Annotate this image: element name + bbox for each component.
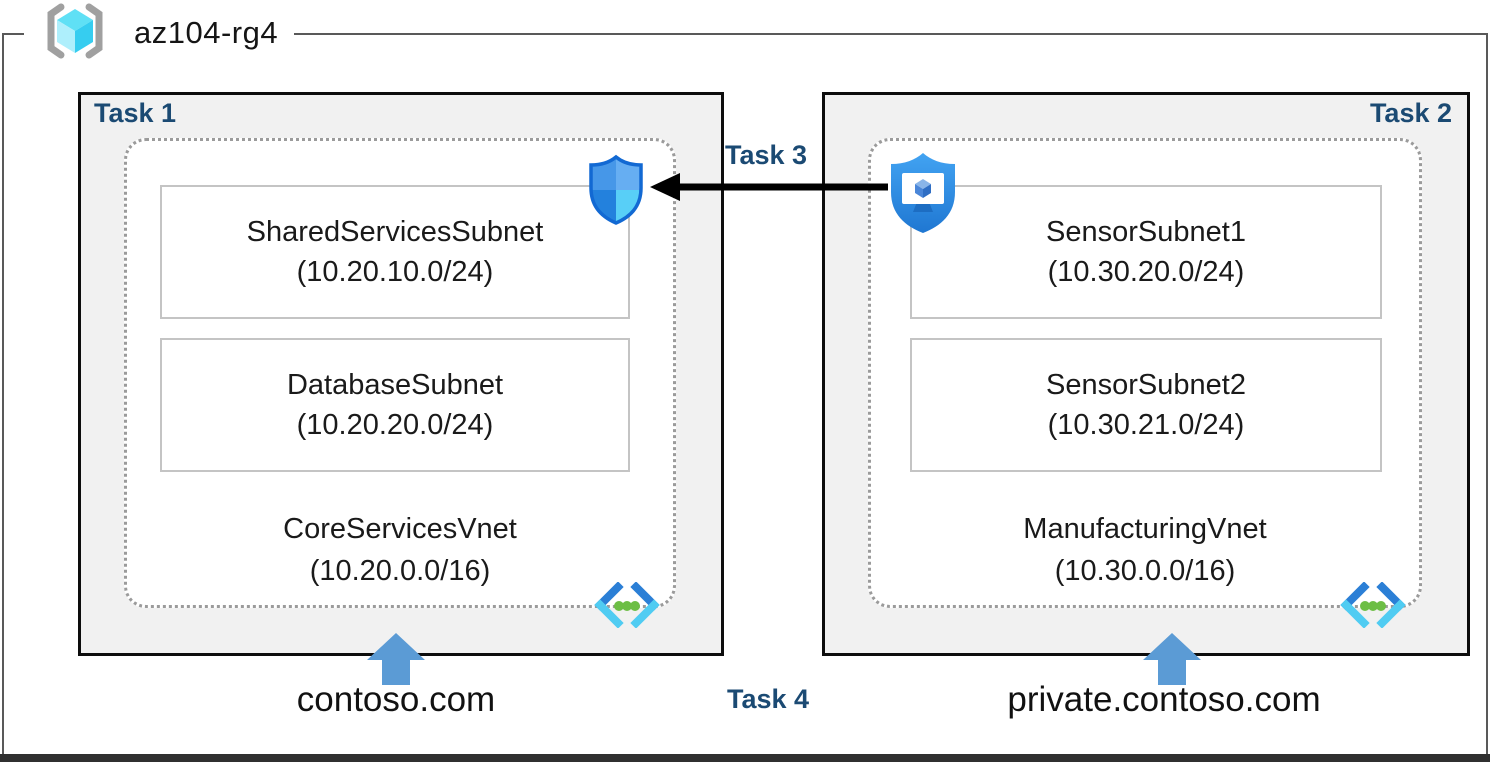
subnet-cidr: (10.30.21.0/24): [1047, 409, 1245, 441]
up-arrow-icon: [367, 633, 425, 690]
task3-label: Task 3: [724, 140, 808, 170]
private-contoso-dns-label: private.contoso.com: [1007, 680, 1321, 719]
resource-group-title: az104-rg4: [134, 15, 279, 50]
subnet-cidr: (10.30.20.0/24): [1047, 256, 1245, 288]
up-arrow-icon: [1143, 633, 1201, 690]
resource-group-icon: [40, 2, 110, 65]
sensor-subnet1-box: SensorSubnet1 (10.30.20.0/24): [910, 185, 1382, 319]
vnet-name: ManufacturingVnet: [1023, 513, 1267, 545]
core-services-vnet-label: CoreServicesVnet (10.20.0.0/16): [124, 508, 676, 592]
subnet-name: SensorSubnet2: [1046, 369, 1246, 401]
subnet-name: DatabaseSubnet: [286, 369, 504, 401]
frame-bottom-bar: [0, 754, 1490, 762]
subnet-name: SharedServicesSubnet: [246, 216, 544, 248]
virtual-network-icon: [594, 581, 660, 633]
task4-label: Task 4: [726, 684, 810, 714]
vnet-name: CoreServicesVnet: [283, 513, 517, 545]
database-subnet-box: DatabaseSubnet (10.20.20.0/24): [160, 338, 630, 472]
resource-group-frame: [2, 33, 1488, 755]
left-arrow-icon: [648, 168, 888, 211]
bastion-icon: [886, 150, 960, 241]
shared-services-subnet-box: SharedServicesSubnet (10.20.10.0/24): [160, 185, 630, 319]
contoso-dns-label: contoso.com: [296, 680, 496, 719]
subnet-cidr: (10.20.20.0/24): [296, 409, 494, 441]
task2-label: Task 2: [1369, 98, 1452, 128]
vnet-cidr: (10.30.0.0/16): [1054, 555, 1236, 587]
virtual-network-icon: [1340, 581, 1406, 633]
sensor-subnet2-box: SensorSubnet2 (10.30.21.0/24): [910, 338, 1382, 472]
resource-group-header: az104-rg4: [24, 2, 295, 65]
subnet-name: SensorSubnet1: [1046, 216, 1246, 248]
task1-label: Task 1: [94, 98, 177, 128]
manufacturing-vnet-label: ManufacturingVnet (10.30.0.0/16): [868, 508, 1422, 592]
subnet-cidr: (10.20.10.0/24): [296, 256, 494, 288]
vnet-cidr: (10.20.0.0/16): [309, 555, 491, 587]
nsg-shield-icon: [584, 154, 648, 231]
